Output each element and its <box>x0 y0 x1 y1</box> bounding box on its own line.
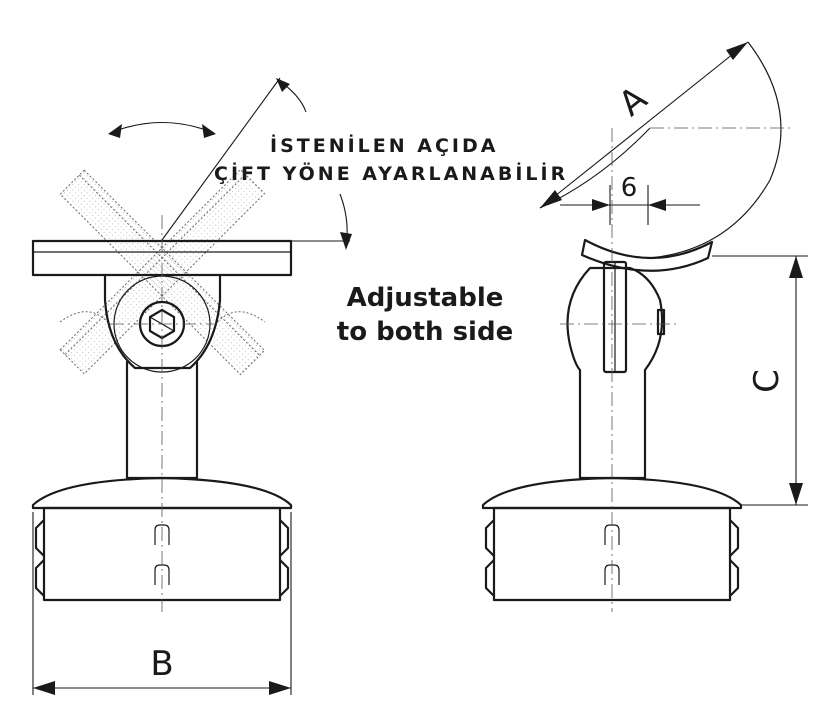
to-both-side-label: to both side <box>337 317 513 347</box>
tilted-saddle-ghost <box>59 168 266 376</box>
dimension-b: B <box>32 512 292 695</box>
angle-note-line1: İSTENİLEN AÇIDA <box>270 133 498 157</box>
rotation-arrows <box>108 77 352 250</box>
side-saddle <box>580 238 714 272</box>
side-joint-head <box>566 260 666 480</box>
side-view: A 6 <box>481 41 808 612</box>
dimension-c-label: C <box>747 369 787 393</box>
front-view: B <box>31 77 352 695</box>
angle-note-line2: ÇİFT YÖNE AYARLANABİLİR <box>214 161 568 185</box>
dimension-b-label: B <box>150 644 173 684</box>
dimension-a-label: A <box>611 79 654 125</box>
dimension-c: C <box>712 255 808 506</box>
dimension-6-label: 6 <box>621 173 638 203</box>
side-base-cap <box>481 476 743 602</box>
adjustable-label: Adjustable <box>347 283 504 313</box>
dimension-6: 6 <box>560 173 700 225</box>
dimension-a: A <box>539 41 790 259</box>
